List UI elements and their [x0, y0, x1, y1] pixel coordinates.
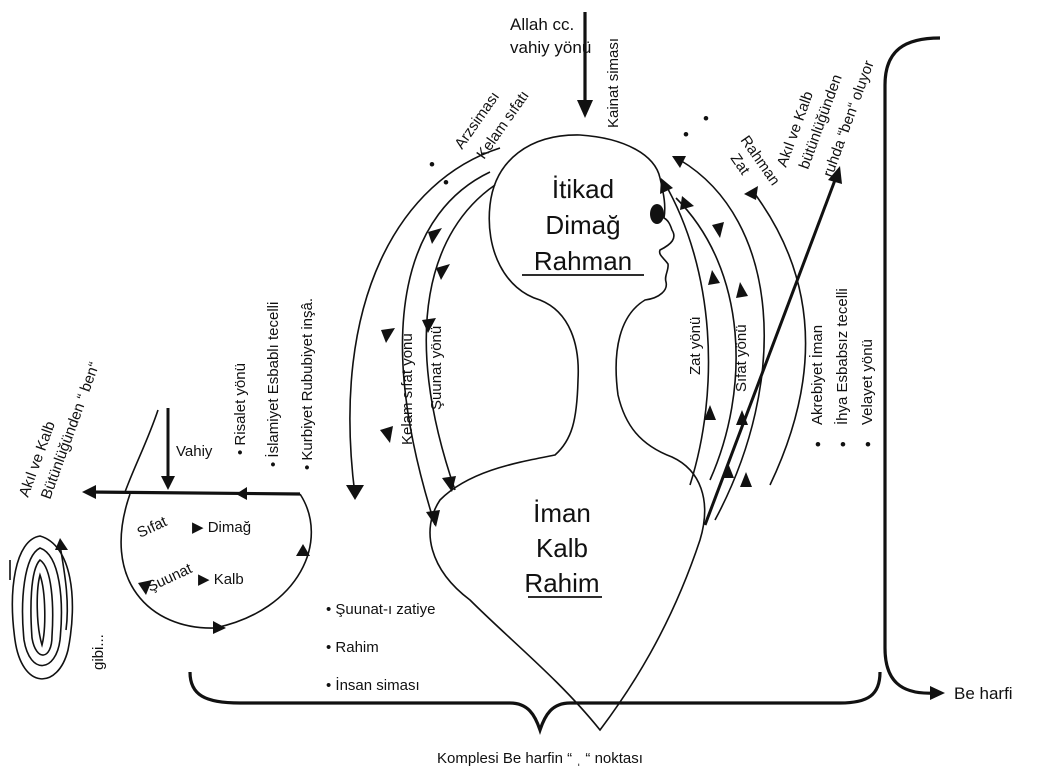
- dot-left-1: •: [429, 155, 435, 174]
- bullet-suunat-zatiye: • Şuunat-ı zatiye: [326, 601, 435, 618]
- right-arc-2-head-b: [736, 282, 748, 298]
- right-big-bracket: [883, 36, 941, 695]
- left-arc-2-head-c: [380, 426, 393, 443]
- bottom-curly-brace: [188, 671, 882, 736]
- label-small-sifat: Sıfat: [135, 513, 171, 542]
- right-arc-1: [663, 181, 710, 486]
- right-arc-3-head-c: [740, 472, 752, 487]
- label-kurbiyet: • Kurbiyet Rububiyet inşâ.: [299, 298, 316, 470]
- left-arc-2-head-b: [381, 328, 395, 343]
- label-kainat: Kainat siması: [605, 38, 622, 128]
- label-small-dimag: ▶ Dimağ: [192, 519, 251, 536]
- label-ihya: İhya Esbabsız tecelli: [833, 288, 851, 425]
- right-arc-3-head-b: [712, 222, 724, 238]
- heart-line-kalb: Kalb: [536, 533, 588, 563]
- left-arc-3-head-b: [422, 318, 436, 333]
- label-risalet: • Risalet yönü: [232, 363, 249, 455]
- label-allah: Allah cc.: [510, 15, 574, 34]
- label-velayet: Velayet yönü: [859, 339, 876, 425]
- small-curve-to-circle: [124, 409, 159, 493]
- left-arc-3-head-a: [436, 264, 450, 280]
- left-outer-arc: [349, 147, 501, 496]
- small-horizontal-line: [87, 490, 301, 496]
- right-arc-2: [675, 197, 737, 481]
- small-circle-head-2: [296, 544, 310, 556]
- head-line-itikad: İtikad: [552, 174, 614, 204]
- eye-dot: [650, 204, 664, 224]
- head-line-rahman: Rahman: [534, 246, 632, 276]
- label-small-kalb: ▶ Kalb: [198, 571, 244, 588]
- label-zat-yonu: Zat yönü: [687, 317, 704, 375]
- small-horizontal-arrowhead: [82, 485, 96, 499]
- dot-left-2: •: [443, 173, 449, 192]
- right-arc-2-head-a: [680, 196, 694, 210]
- right-arc-3-head-a: [672, 156, 686, 168]
- dot-right-bullet-2: •: [840, 435, 846, 454]
- bullet-insan-simasi: • İnsan siması: [326, 676, 420, 694]
- small-circle-head-4: [138, 580, 152, 595]
- ben-diagonal-arrow: [703, 179, 837, 526]
- small-circle-head-3: [213, 621, 226, 634]
- left-arc-2-head-end: [426, 510, 440, 527]
- heart-line-iman: İman: [533, 498, 591, 528]
- left-arc-2-head-a: [428, 228, 442, 244]
- left-outer-arc-arrowhead: [346, 485, 364, 500]
- heart-line-rahim: Rahim: [524, 568, 599, 598]
- right-outer-arc-head: [744, 186, 758, 200]
- label-small-suunat: Şuunat: [145, 560, 196, 596]
- right-bracket-arrowhead: [930, 686, 945, 700]
- head-heart-outline: [429, 134, 706, 732]
- left-arc-3-head-end: [442, 476, 456, 492]
- right-arc-1-head-a: [660, 178, 673, 194]
- dot-right-bullet-3: •: [865, 435, 871, 454]
- small-half-circle: [120, 493, 313, 629]
- left-arc-2: [401, 171, 491, 526]
- head-line-dimag: Dimağ: [545, 210, 620, 240]
- right-arc-1-head-c: [704, 405, 716, 420]
- label-komplesi: Komplesi Be harfin “ ˌ “ noktası: [437, 750, 643, 767]
- label-kelam-sifat-yonu: Kelam sıfat yönü: [399, 333, 416, 445]
- right-outer-arc: [751, 189, 807, 486]
- small-circle-head-1: [236, 487, 247, 500]
- label-sifat-yonu: Sıfat yönü: [733, 324, 750, 392]
- label-akrebiyet: Akrebiyet İman: [808, 325, 826, 425]
- vahiy-down-arrowhead: [577, 100, 593, 118]
- spiral-scribble: [9, 535, 74, 680]
- small-vahiy-arrowhead: [161, 476, 175, 490]
- left-arc-3: [425, 184, 496, 491]
- bullet-rahim: • Rahim: [326, 639, 379, 656]
- dot-right-1: •: [683, 125, 689, 144]
- label-vahiy-yonu: vahiy yönü: [510, 38, 591, 57]
- label-suunat-yonu: Şuunat yönü: [428, 326, 445, 410]
- label-gibi: gibi...: [90, 634, 107, 670]
- ben-diagonal-arrowhead: [828, 166, 842, 184]
- label-small-vahiy: Vahiy: [176, 443, 213, 460]
- right-arc-3: [679, 159, 765, 521]
- label-be-harfi: Be harfi: [954, 684, 1013, 703]
- right-arc-1-head-b: [708, 270, 720, 285]
- label-islamiyet: • İslamiyet Esbablı tecelli: [264, 302, 282, 467]
- dot-right-bullet-1: •: [815, 435, 821, 454]
- dot-right-2: •: [703, 109, 709, 128]
